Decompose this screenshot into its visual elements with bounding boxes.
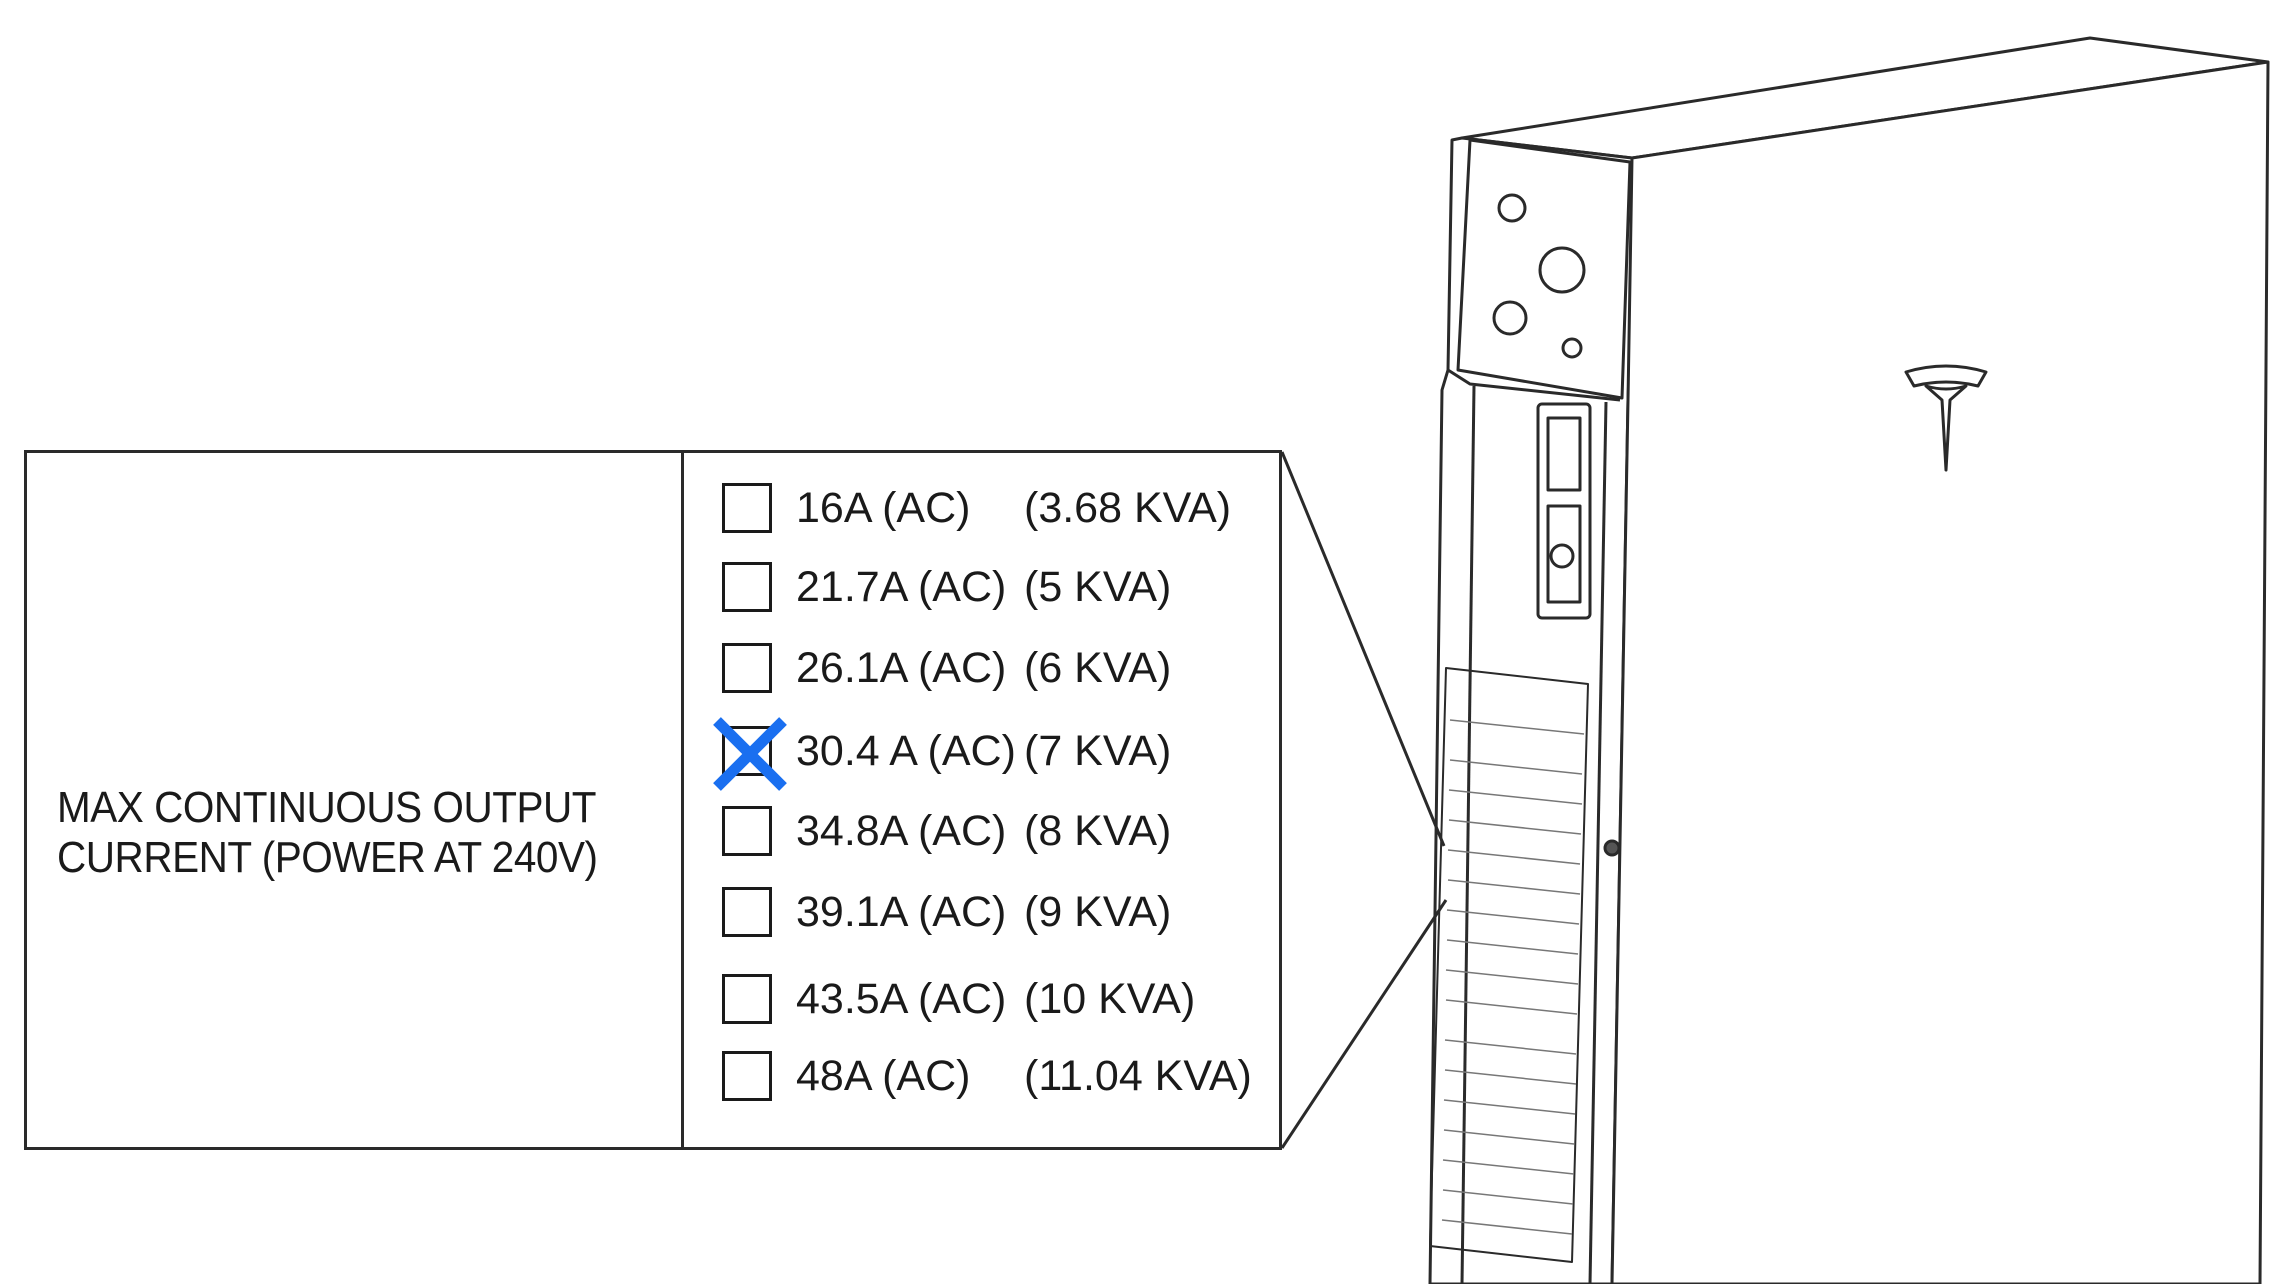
x-check-icon bbox=[713, 717, 787, 791]
option-power: (8 KVA) bbox=[1024, 806, 1172, 855]
checkbox[interactable] bbox=[722, 806, 772, 856]
checkbox[interactable] bbox=[722, 887, 772, 937]
field-label-line1: MAX CONTINUOUS OUTPUT bbox=[57, 783, 597, 832]
option-row[interactable]: 39.1A (AC) (9 KVA) bbox=[722, 882, 1171, 942]
tesla-logo-icon bbox=[1904, 364, 1988, 472]
option-power: (3.68 KVA) bbox=[1024, 483, 1232, 532]
option-current: 43.5A (AC) bbox=[796, 974, 1007, 1023]
option-row[interactable]: 48A (AC) (11.04 KVA) bbox=[722, 1046, 1252, 1106]
option-row[interactable]: 43.5A (AC) (10 KVA) bbox=[722, 969, 1195, 1029]
option-current: 26.1A (AC) bbox=[796, 643, 1007, 692]
field-label: MAX CONTINUOUS OUTPUT CURRENT (POWER AT … bbox=[57, 783, 598, 883]
option-power: (11.04 KVA) bbox=[1024, 1051, 1252, 1100]
checkbox[interactable] bbox=[722, 562, 772, 612]
option-power: (7 KVA) bbox=[1024, 726, 1172, 775]
option-row[interactable]: 30.4 A (AC)(7 KVA) bbox=[713, 717, 1172, 791]
option-current: 48A (AC) bbox=[796, 1051, 971, 1100]
checkbox-checked[interactable] bbox=[713, 717, 787, 791]
checkbox[interactable] bbox=[722, 1051, 772, 1101]
table-divider bbox=[681, 453, 684, 1147]
option-current: 39.1A (AC) bbox=[796, 887, 1007, 936]
checkbox[interactable] bbox=[722, 974, 772, 1024]
checkbox[interactable] bbox=[722, 483, 772, 533]
option-row[interactable]: 26.1A (AC) (6 KVA) bbox=[722, 638, 1171, 698]
option-row[interactable]: 21.7A (AC) (5 KVA) bbox=[722, 557, 1171, 617]
output-current-table: MAX CONTINUOUS OUTPUT CURRENT (POWER AT … bbox=[24, 450, 1282, 1150]
option-power: (6 KVA) bbox=[1024, 643, 1172, 692]
option-row[interactable]: 16A (AC) (3.68 KVA) bbox=[722, 478, 1231, 538]
option-current: 21.7A (AC) bbox=[796, 562, 1007, 611]
field-label-line2: CURRENT (POWER AT 240V) bbox=[57, 833, 598, 882]
option-power: (10 KVA) bbox=[1024, 974, 1196, 1023]
option-current: 30.4 A (AC) bbox=[796, 726, 1016, 775]
option-current: 34.8A (AC) bbox=[796, 806, 1007, 855]
checkbox[interactable] bbox=[722, 643, 772, 693]
option-row[interactable]: 34.8A (AC) (8 KVA) bbox=[722, 801, 1171, 861]
option-current: 16A (AC) bbox=[796, 483, 971, 532]
option-power: (5 KVA) bbox=[1024, 562, 1172, 611]
option-power: (9 KVA) bbox=[1024, 887, 1172, 936]
